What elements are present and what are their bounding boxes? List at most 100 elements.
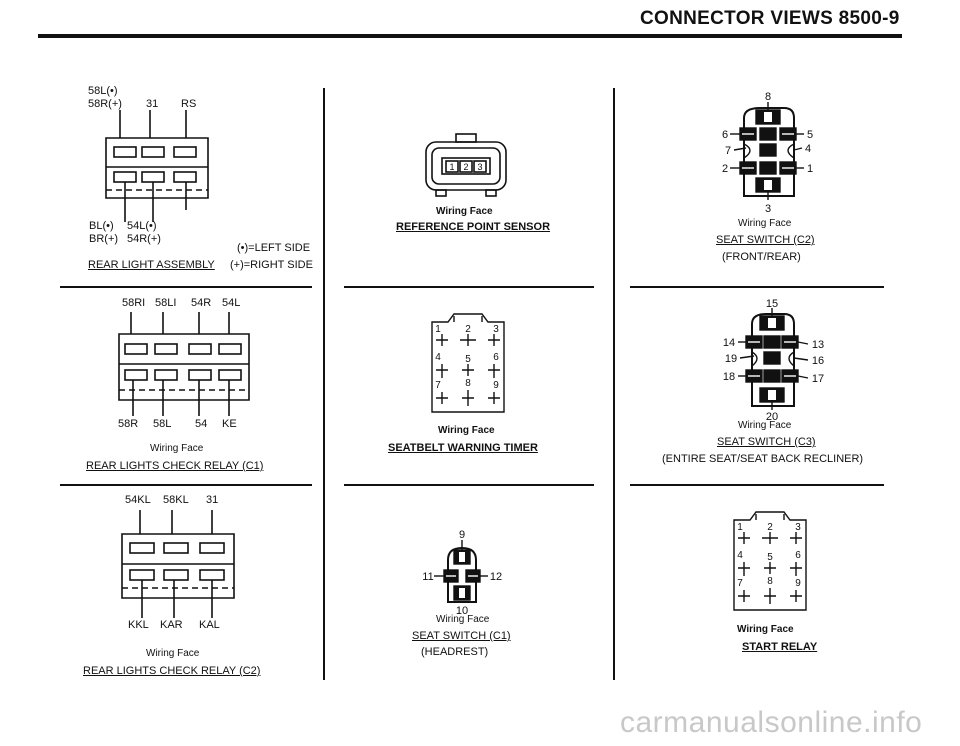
pin-number: 10 bbox=[456, 605, 468, 617]
pin-label: 31 bbox=[146, 98, 159, 110]
header-rule bbox=[38, 34, 902, 38]
pin-number: 19 bbox=[725, 353, 737, 365]
pin-label: 54R(+) bbox=[127, 233, 161, 245]
pin-label: 54L bbox=[222, 297, 241, 309]
wiring-face-caption: Wiring Face bbox=[438, 425, 495, 436]
pin-number: 7 bbox=[725, 145, 731, 157]
pin-number: 9 bbox=[493, 380, 499, 391]
connector-diagram: 15 14 13 19 16 18 17 20 bbox=[723, 298, 824, 423]
pin-number: 9 bbox=[795, 578, 801, 589]
legend-right: (+)=RIGHT SIDE bbox=[230, 259, 313, 271]
connector-title: SEAT SWITCH (C2) bbox=[716, 234, 815, 246]
pin-number: 8 bbox=[765, 91, 771, 103]
pin-label: 54R bbox=[191, 297, 212, 309]
pin-number: 2 bbox=[463, 162, 468, 172]
pin-label: KAL bbox=[199, 619, 220, 631]
connector-title: REAR LIGHT ASSEMBLY bbox=[88, 259, 215, 271]
pin-label: BL(•) bbox=[89, 220, 114, 232]
pin-label: 58LI bbox=[155, 297, 177, 309]
pin-number: 20 bbox=[766, 411, 778, 423]
pin-number: 6 bbox=[795, 550, 801, 561]
pin-number: 3 bbox=[477, 162, 482, 172]
connector-title: START RELAY bbox=[742, 641, 818, 653]
pin-label: 54 bbox=[195, 418, 208, 430]
wiring-face-caption: Wiring Face bbox=[738, 420, 792, 431]
pin-number: 3 bbox=[765, 203, 771, 215]
pin-number: 1 bbox=[449, 162, 454, 172]
pin-label: 58R(+) bbox=[88, 98, 122, 110]
connector-subtitle: (ENTIRE SEAT/SEAT BACK RECLINER) bbox=[662, 453, 864, 465]
pin-number: 2 bbox=[767, 522, 773, 533]
pin-label: 58RI bbox=[122, 297, 146, 309]
pin-number: 17 bbox=[812, 373, 824, 385]
pin-label: KKL bbox=[128, 619, 149, 631]
row-divider bbox=[60, 484, 312, 486]
wiring-face-caption: Wiring Face bbox=[737, 624, 794, 635]
pin-number: 4 bbox=[435, 352, 441, 363]
connector-title: REAR LIGHTS CHECK RELAY (C1) bbox=[86, 460, 264, 472]
connector-title: REAR LIGHTS CHECK RELAY (C2) bbox=[83, 665, 261, 677]
pin-label: 54L(•) bbox=[127, 220, 157, 232]
pin-number: 1 bbox=[435, 324, 441, 335]
pin-label: RS bbox=[181, 98, 197, 110]
pin-number: 4 bbox=[805, 143, 811, 155]
pin-number: 8 bbox=[767, 576, 773, 587]
legend-left: (•)=LEFT SIDE bbox=[237, 242, 311, 254]
wiring-face-caption: Wiring Face bbox=[146, 648, 200, 659]
pin-label: 31 bbox=[206, 494, 219, 506]
pin-number: 4 bbox=[737, 550, 743, 561]
pin-number: 2 bbox=[465, 324, 471, 335]
pin-label: KAR bbox=[160, 619, 183, 631]
pin-number: 13 bbox=[812, 339, 824, 351]
pin-number: 5 bbox=[465, 354, 471, 365]
connector-diagram bbox=[121, 510, 235, 618]
column-divider-right bbox=[613, 88, 615, 680]
pin-number: 1 bbox=[737, 522, 743, 533]
connector-diagram bbox=[118, 312, 250, 416]
wiring-face-caption: Wiring Face bbox=[436, 614, 490, 625]
connector-subtitle: (FRONT/REAR) bbox=[722, 251, 801, 263]
pin-number: 5 bbox=[807, 129, 813, 141]
row-divider bbox=[344, 286, 594, 288]
row-divider bbox=[344, 484, 594, 486]
connector-diagram: 8 6 5 7 4 2 1 3 bbox=[722, 91, 813, 215]
connector-subtitle: (HEADREST) bbox=[421, 646, 489, 658]
connector-diagram: 9 11 12 10 bbox=[422, 529, 502, 617]
pin-number: 18 bbox=[723, 371, 735, 383]
connector-title: SEAT SWITCH (C3) bbox=[717, 436, 816, 448]
pin-label: 58KL bbox=[163, 494, 189, 506]
pin-number: 6 bbox=[493, 352, 499, 363]
connector-title: SEAT SWITCH (C1) bbox=[412, 630, 511, 642]
pin-number: 7 bbox=[737, 578, 743, 589]
pin-number: 12 bbox=[490, 571, 502, 583]
pin-number: 6 bbox=[722, 129, 728, 141]
pin-label: 58L(•) bbox=[88, 85, 118, 97]
pin-label: 58R bbox=[118, 418, 139, 430]
connector-title: SEATBELT WARNING TIMER bbox=[388, 442, 538, 454]
row-divider bbox=[630, 286, 884, 288]
row-divider bbox=[630, 484, 884, 486]
pin-number: 5 bbox=[767, 552, 773, 563]
pin-number: 11 bbox=[422, 571, 433, 583]
pin-number: 2 bbox=[722, 163, 728, 175]
pin-number: 8 bbox=[465, 378, 471, 389]
pin-number: 3 bbox=[493, 324, 499, 335]
pin-label: 54KL bbox=[125, 494, 151, 506]
page-title: CONNECTOR VIEWS 8500-9 bbox=[640, 8, 900, 29]
connector-diagram bbox=[105, 110, 209, 222]
pin-number: 14 bbox=[723, 337, 735, 349]
pin-number: 1 bbox=[807, 163, 813, 175]
pin-number: 9 bbox=[459, 529, 465, 541]
column-divider-left bbox=[323, 88, 325, 680]
wiring-face-caption: Wiring Face bbox=[150, 443, 204, 454]
pin-number: 3 bbox=[795, 522, 801, 533]
pin-number: 7 bbox=[435, 380, 441, 391]
row-divider bbox=[60, 286, 312, 288]
pin-label: KE bbox=[222, 418, 237, 430]
pin-label: BR(+) bbox=[89, 233, 119, 245]
pin-number: 15 bbox=[766, 298, 778, 310]
connector-diagram: 1 2 3 4 5 6 7 8 9 bbox=[431, 313, 505, 413]
connector-diagram: 1 2 3 bbox=[425, 133, 507, 197]
watermark: carmanualsonline.info bbox=[620, 706, 923, 739]
connector-diagram: 1 2 3 4 5 6 7 8 9 bbox=[733, 511, 807, 611]
